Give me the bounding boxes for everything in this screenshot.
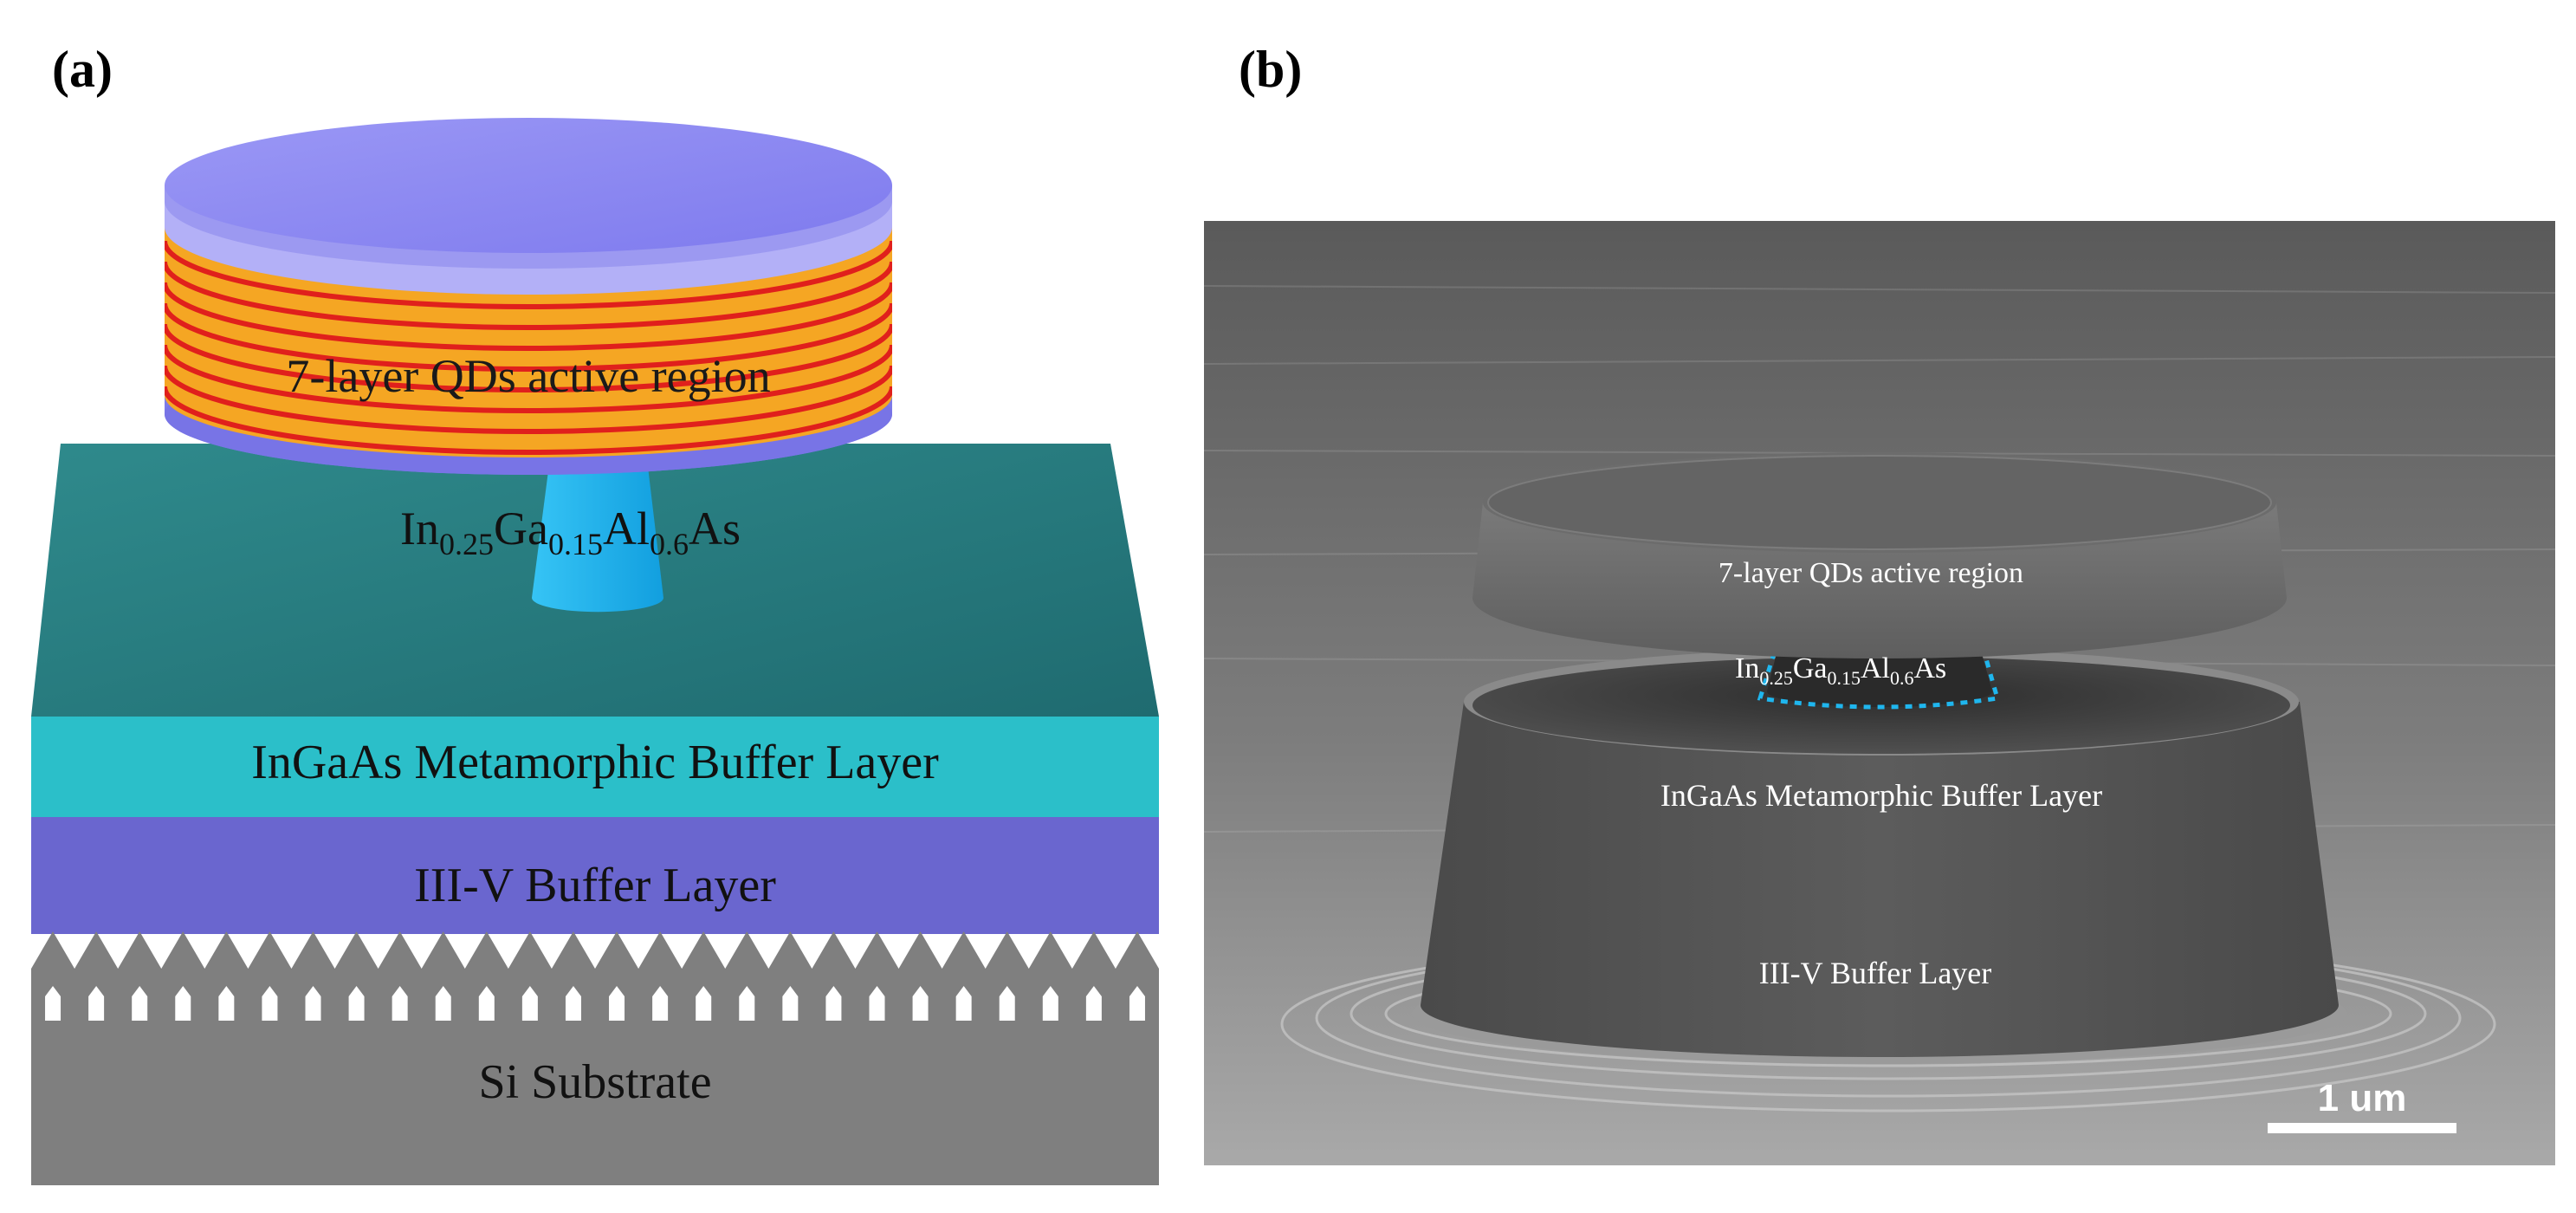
- panel-b: (b): [1203, 41, 2556, 1165]
- sawtooth-teeth: [31, 931, 1159, 975]
- substrate-void: [739, 986, 755, 1021]
- qd-layer-line: [165, 302, 892, 372]
- sem-image: 7-layer QDs active region In0.25Ga0.15Al…: [1203, 221, 2556, 1165]
- substrate-void: [521, 986, 538, 1021]
- metamorphic-buffer-layer: InGaAs Metamorphic Buffer Layer: [31, 717, 1159, 817]
- active-region-label-b: 7-layer QDs active region: [1718, 557, 2023, 589]
- substrate-void: [262, 986, 278, 1021]
- substrate-void: [825, 986, 842, 1021]
- pillar-label-b: In0.25Ga0.15Al0.6As: [1735, 652, 1946, 689]
- scale-bar: 1 um: [2268, 1077, 2456, 1133]
- substrate-void: [955, 986, 972, 1021]
- buffer-label: III-V Buffer Layer: [414, 859, 776, 912]
- substrate-sawtooth: [31, 931, 1159, 975]
- buffer-label-b: III-V Buffer Layer: [1759, 956, 1992, 990]
- qd-layer-line: [165, 261, 892, 330]
- qd-stripes: [165, 240, 892, 455]
- substrate-void: [565, 986, 581, 1021]
- substrate-void: [392, 986, 408, 1021]
- substrate-void: [652, 986, 669, 1021]
- substrate-void: [1042, 986, 1058, 1021]
- substrate-void: [435, 986, 451, 1021]
- metamorphic-label: InGaAs Metamorphic Buffer Layer: [251, 736, 939, 789]
- qd-disk: 7-layer QDs active region: [165, 118, 892, 475]
- substrate-void: [782, 986, 799, 1021]
- qd-layer-line: [165, 365, 892, 434]
- substrate-void: [88, 986, 105, 1021]
- panel-a: (a) InGaAs Metamorphic Buffer Layer III-…: [31, 41, 1159, 1185]
- substrate-void: [175, 986, 191, 1021]
- qd-layer-line: [165, 323, 892, 392]
- substrate-void: [999, 986, 1015, 1021]
- pillar-a: In0.25Ga0.15Al0.6As: [400, 438, 741, 613]
- substrate-void: [218, 986, 235, 1021]
- pillar-label-a: In0.25Ga0.15Al0.6As: [400, 503, 741, 561]
- substrate-void: [912, 986, 929, 1021]
- pillar-outline-dotted: [1757, 625, 2001, 710]
- substrate-void: [305, 986, 321, 1021]
- substrate-void: [45, 986, 61, 1021]
- buffer-layer: III-V Buffer Layer: [31, 817, 1159, 934]
- qd-layer-line: [165, 344, 892, 413]
- substrate-void: [1129, 986, 1145, 1021]
- scale-bar-label: 1 um: [2318, 1077, 2407, 1119]
- substrate-void: [869, 986, 885, 1021]
- metamorphic-label-b: InGaAs Metamorphic Buffer Layer: [1660, 778, 2102, 813]
- substrate-void: [696, 986, 712, 1021]
- substrate-void: [132, 986, 148, 1021]
- qd-layer-line: [165, 386, 892, 455]
- scale-bar-line: [2268, 1123, 2456, 1133]
- substrate-void: [1085, 986, 1102, 1021]
- substrate-void: [348, 986, 365, 1021]
- panel-a-label: (a): [52, 41, 113, 98]
- active-region-label-a: 7-layer QDs active region: [286, 350, 770, 402]
- substrate-label: Si Substrate: [478, 1055, 711, 1109]
- substrate-void: [609, 986, 625, 1021]
- substrate-void: [478, 986, 495, 1021]
- qd-layer-line: [165, 240, 892, 309]
- substrate-voids: [45, 986, 1145, 1021]
- qd-layer-line: [165, 282, 892, 351]
- si-substrate: Si Substrate: [31, 931, 1159, 1185]
- panel-b-label: (b): [1239, 41, 1302, 98]
